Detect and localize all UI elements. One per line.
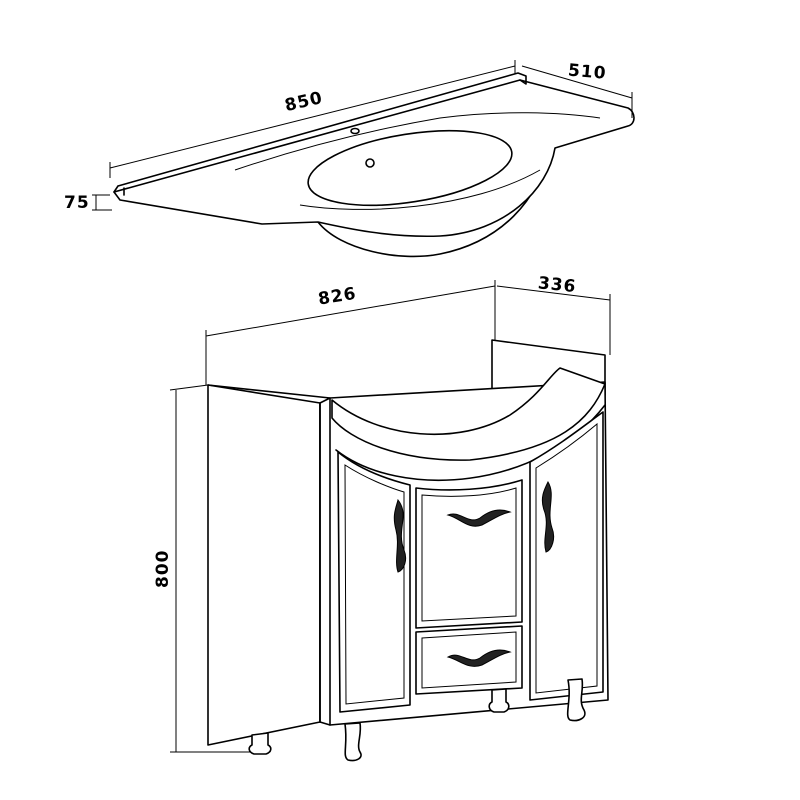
- cabinet-depth-label: 336: [537, 273, 577, 297]
- basin-dimensions: 850 510 75: [64, 60, 633, 213]
- cabinet-basin-cutout: [331, 367, 606, 461]
- basin-width-label: 850: [283, 88, 325, 116]
- left-door[interactable]: [337, 451, 411, 713]
- basin-backsplash: [113, 72, 527, 196]
- middle-door[interactable]: [415, 479, 523, 629]
- drain-hole: [365, 158, 375, 168]
- cabinet-height-label: 800: [153, 550, 173, 589]
- basin-inner-bowl: [307, 129, 513, 207]
- cabinet-top-edge: [207, 384, 331, 726]
- leg-left-back: [248, 732, 272, 755]
- cabinet-drawing: [207, 339, 609, 762]
- drawer-handle[interactable]: [446, 649, 512, 667]
- leg-right-front: [566, 678, 586, 722]
- right-door[interactable]: [529, 411, 604, 701]
- left-door-handle[interactable]: [393, 498, 407, 573]
- basin-depth-label: 510: [567, 61, 607, 84]
- cabinet-width-label: 826: [317, 284, 358, 310]
- cabinet-left-side: [207, 384, 321, 746]
- cabinet-legs: [248, 678, 586, 762]
- basin-countertop: [113, 79, 635, 238]
- basin-inner-top-line: [234, 112, 601, 171]
- leg-left-front: [344, 722, 362, 762]
- middle-door-handle[interactable]: [446, 509, 512, 527]
- cabinet-dimensions: 826 336 800: [153, 273, 611, 753]
- basin-drawing: [113, 72, 635, 258]
- faucet-hole: [350, 127, 360, 135]
- leg-middle-back: [488, 688, 510, 713]
- basin-front-rim: [299, 169, 541, 210]
- right-door-handle[interactable]: [541, 480, 555, 553]
- basin-thickness-label: 75: [64, 193, 90, 213]
